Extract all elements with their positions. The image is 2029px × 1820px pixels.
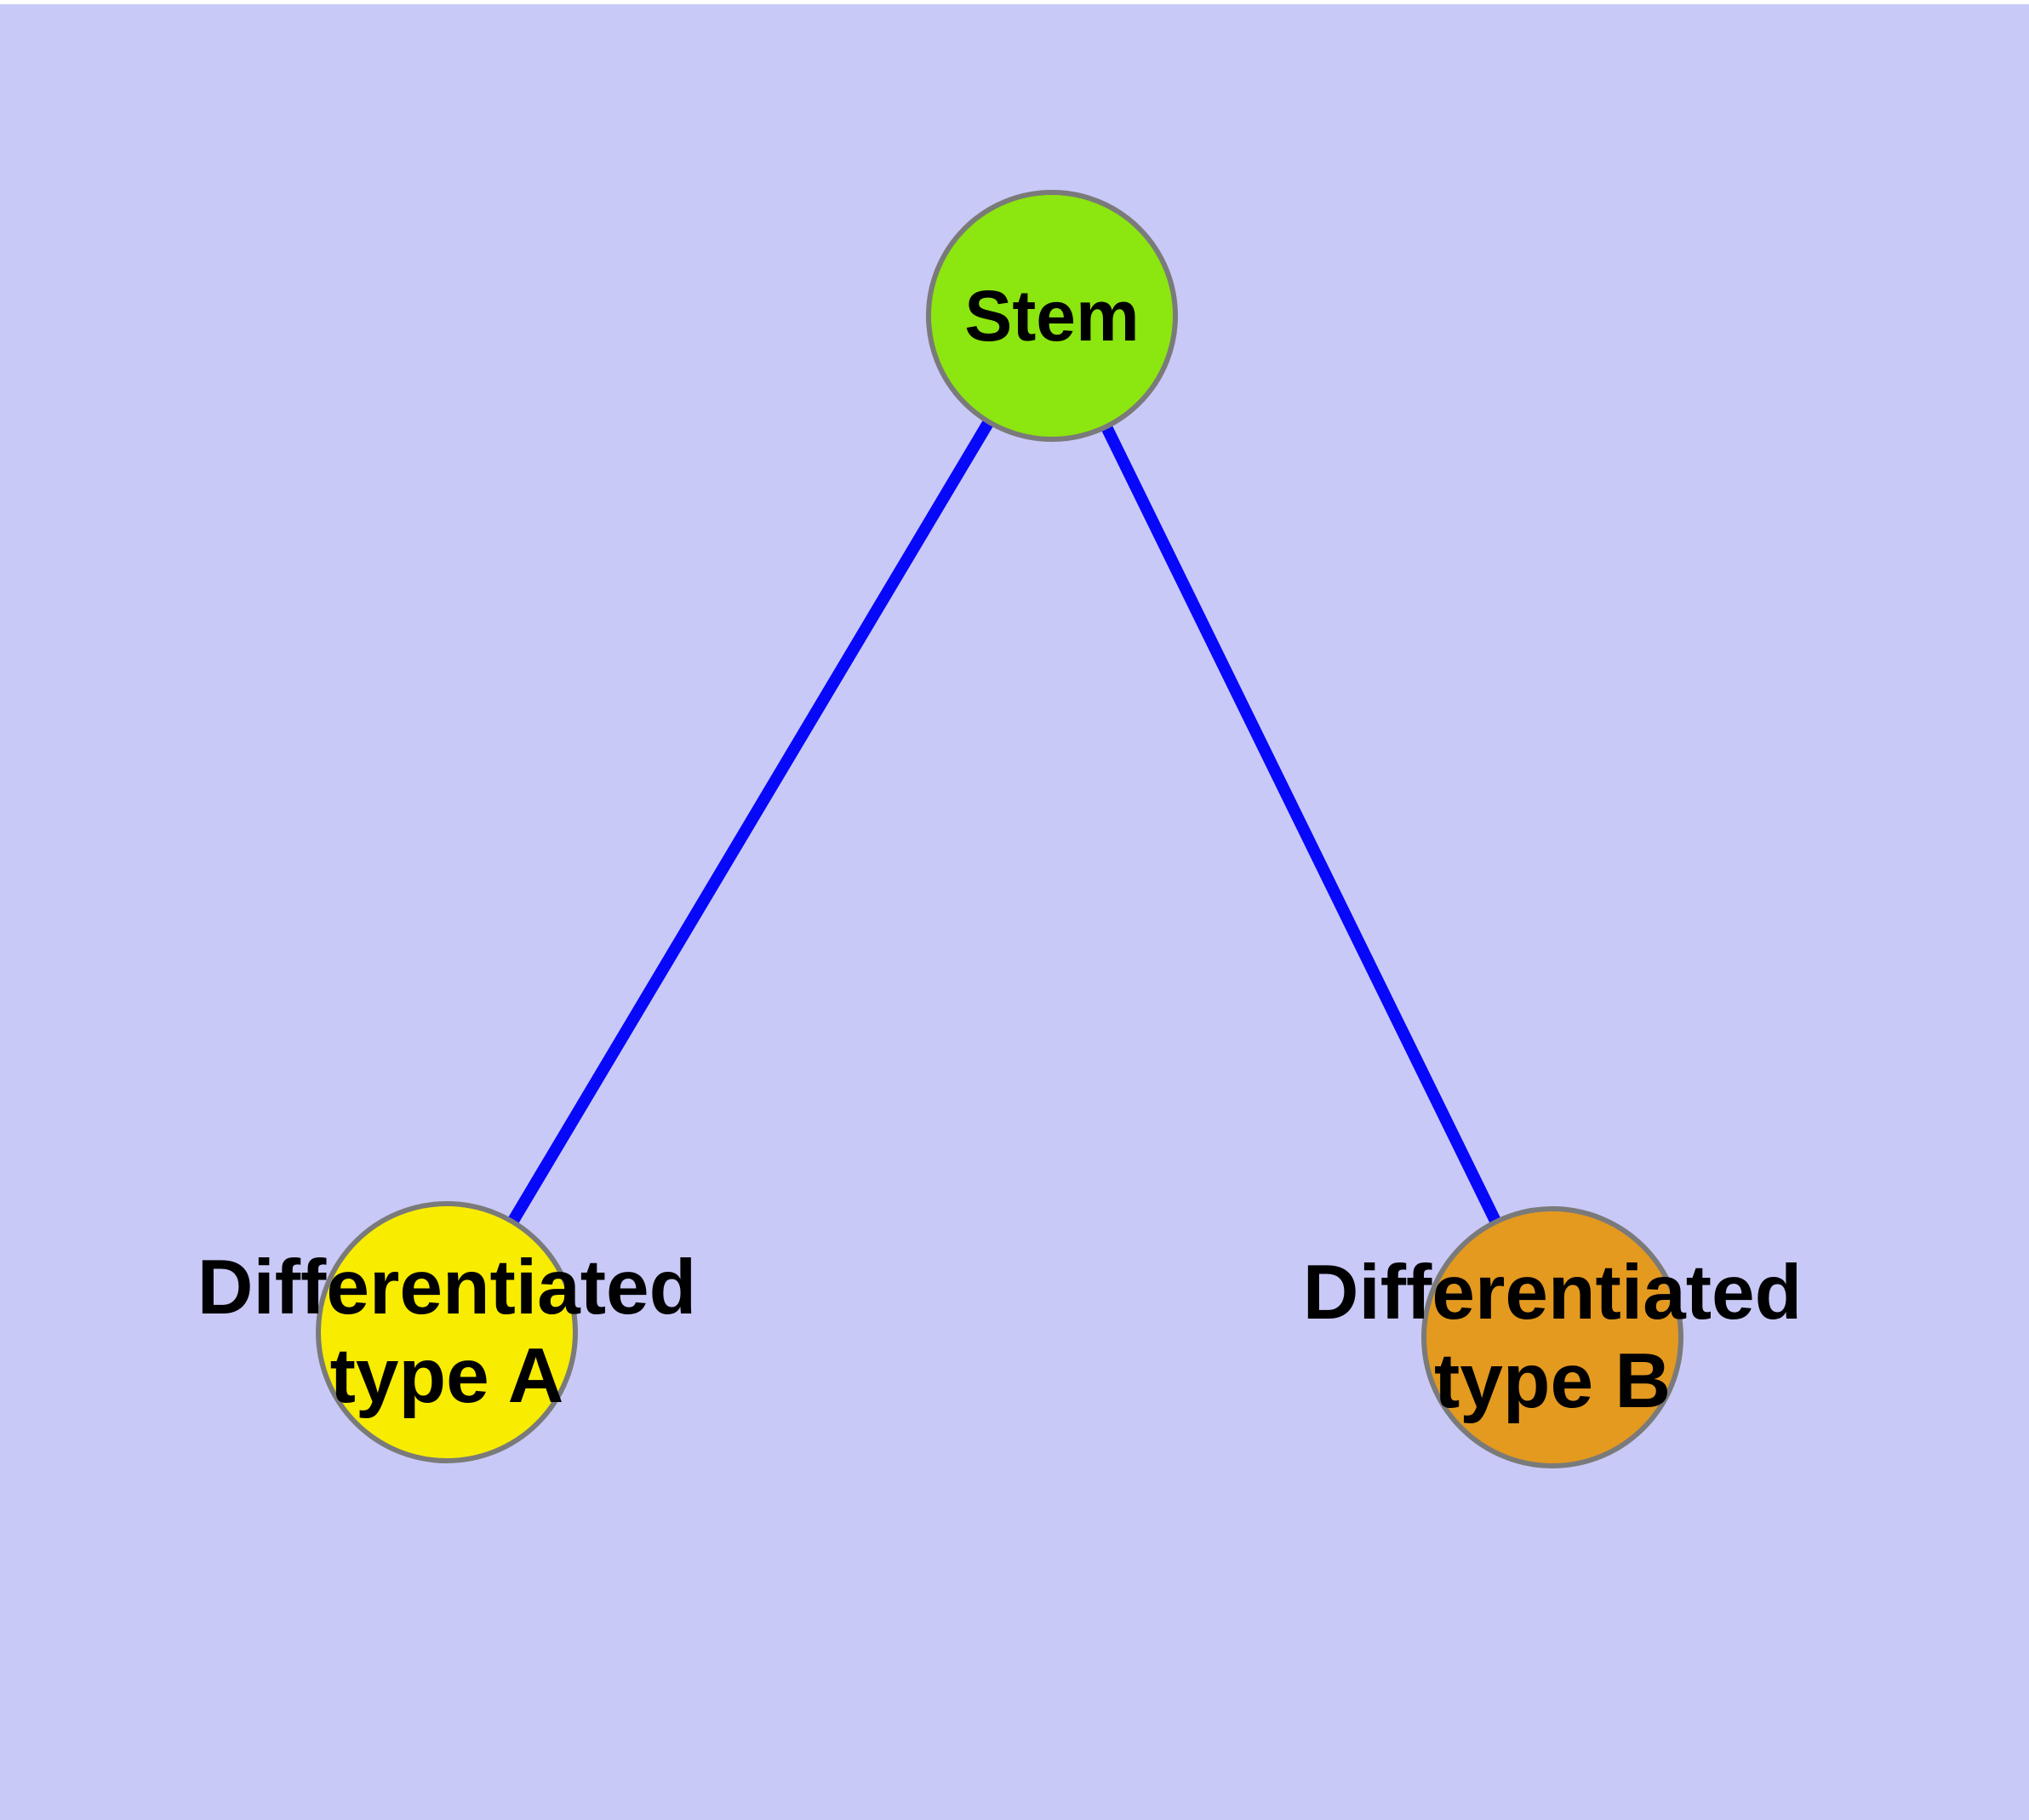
node-type-a-label: Differentiated type A [197,1244,697,1421]
node-type-a-label-line2: type A [329,1333,564,1419]
edge-stem-to-type-a [441,312,1058,1336]
node-stem-label: Stem [964,276,1140,356]
node-type-a-label-line1: Differentiated [197,1245,697,1331]
top-border-strip [0,0,2029,4]
node-type-b-label-line1: Differentiated [1302,1250,1803,1336]
edge-stem-to-type-b [1046,312,1558,1341]
node-type-b-label: Differentiated type B [1303,1249,1803,1426]
node-type-b-label-line2: type B [1433,1338,1672,1424]
node-type-a-circle [316,1201,578,1463]
node-type-b-circle [1421,1206,1683,1468]
node-stem-circle [926,190,1178,442]
